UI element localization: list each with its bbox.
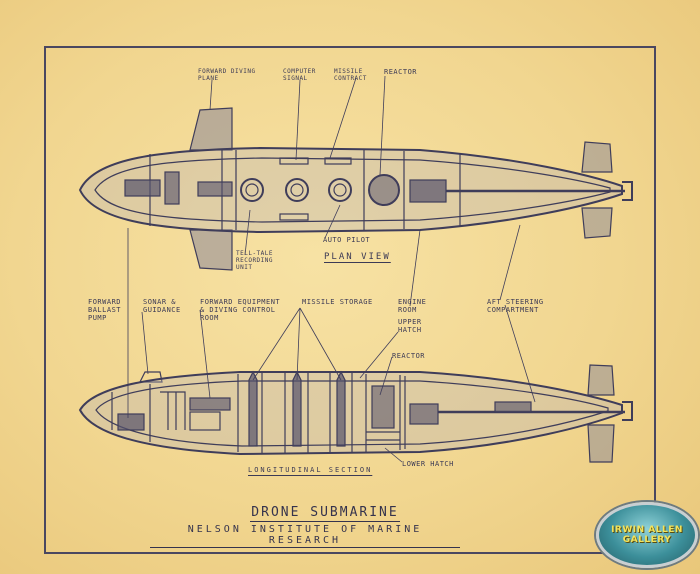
- drawing-title: DRONE SUBMARINE: [250, 505, 400, 522]
- gallery-logo: IRWIN ALLEN GALLERY: [596, 502, 698, 568]
- label-reactor-section: REACTOR: [392, 352, 426, 360]
- plan-view-drawing: [78, 107, 633, 271]
- label-missile-storage: MISSILE STORAGE: [302, 298, 373, 306]
- label-telltale: TELL-TALE RECORDING UNIT: [236, 250, 274, 271]
- logo-line-2: GALLERY: [622, 535, 672, 545]
- label-engine-room: ENGINE ROOM: [398, 298, 427, 314]
- label-sonar-guidance: SONAR & GUIDANCE: [143, 298, 181, 314]
- label-upper-hatch: UPPER HATCH: [398, 318, 422, 334]
- section-view-drawing: [78, 364, 633, 463]
- label-computer: COMPUTER SIGNAL: [283, 68, 316, 82]
- label-auto-pilot: AUTO PILOT: [323, 236, 371, 244]
- section-caption: LONGITUDINAL SECTION: [248, 466, 373, 474]
- label-lower-hatch: LOWER HATCH: [402, 460, 454, 468]
- blueprint-border: [44, 46, 656, 554]
- label-aft-steering: AFT STEERING COMPARTMENT: [487, 298, 544, 314]
- label-forward-diving-plane: FORWARD DIVING PLANE: [198, 68, 256, 82]
- plan-view-caption: PLAN VIEW: [324, 252, 391, 262]
- label-missile-contract: MISSILE CONTRACT: [334, 68, 367, 82]
- label-forward-ballast-pump: FORWARD BALLAST PUMP: [88, 298, 122, 322]
- label-forward-equipment: FORWARD EQUIPMENT & DIVING CONTROL ROOM: [200, 298, 281, 322]
- drawing-subtitle: NELSON INSTITUTE OF MARINE RESEARCH: [150, 524, 460, 548]
- leader-lines: [127, 75, 536, 463]
- logo-line-1: IRWIN ALLEN: [611, 525, 683, 535]
- label-reactor-plan: REACTOR: [384, 68, 418, 76]
